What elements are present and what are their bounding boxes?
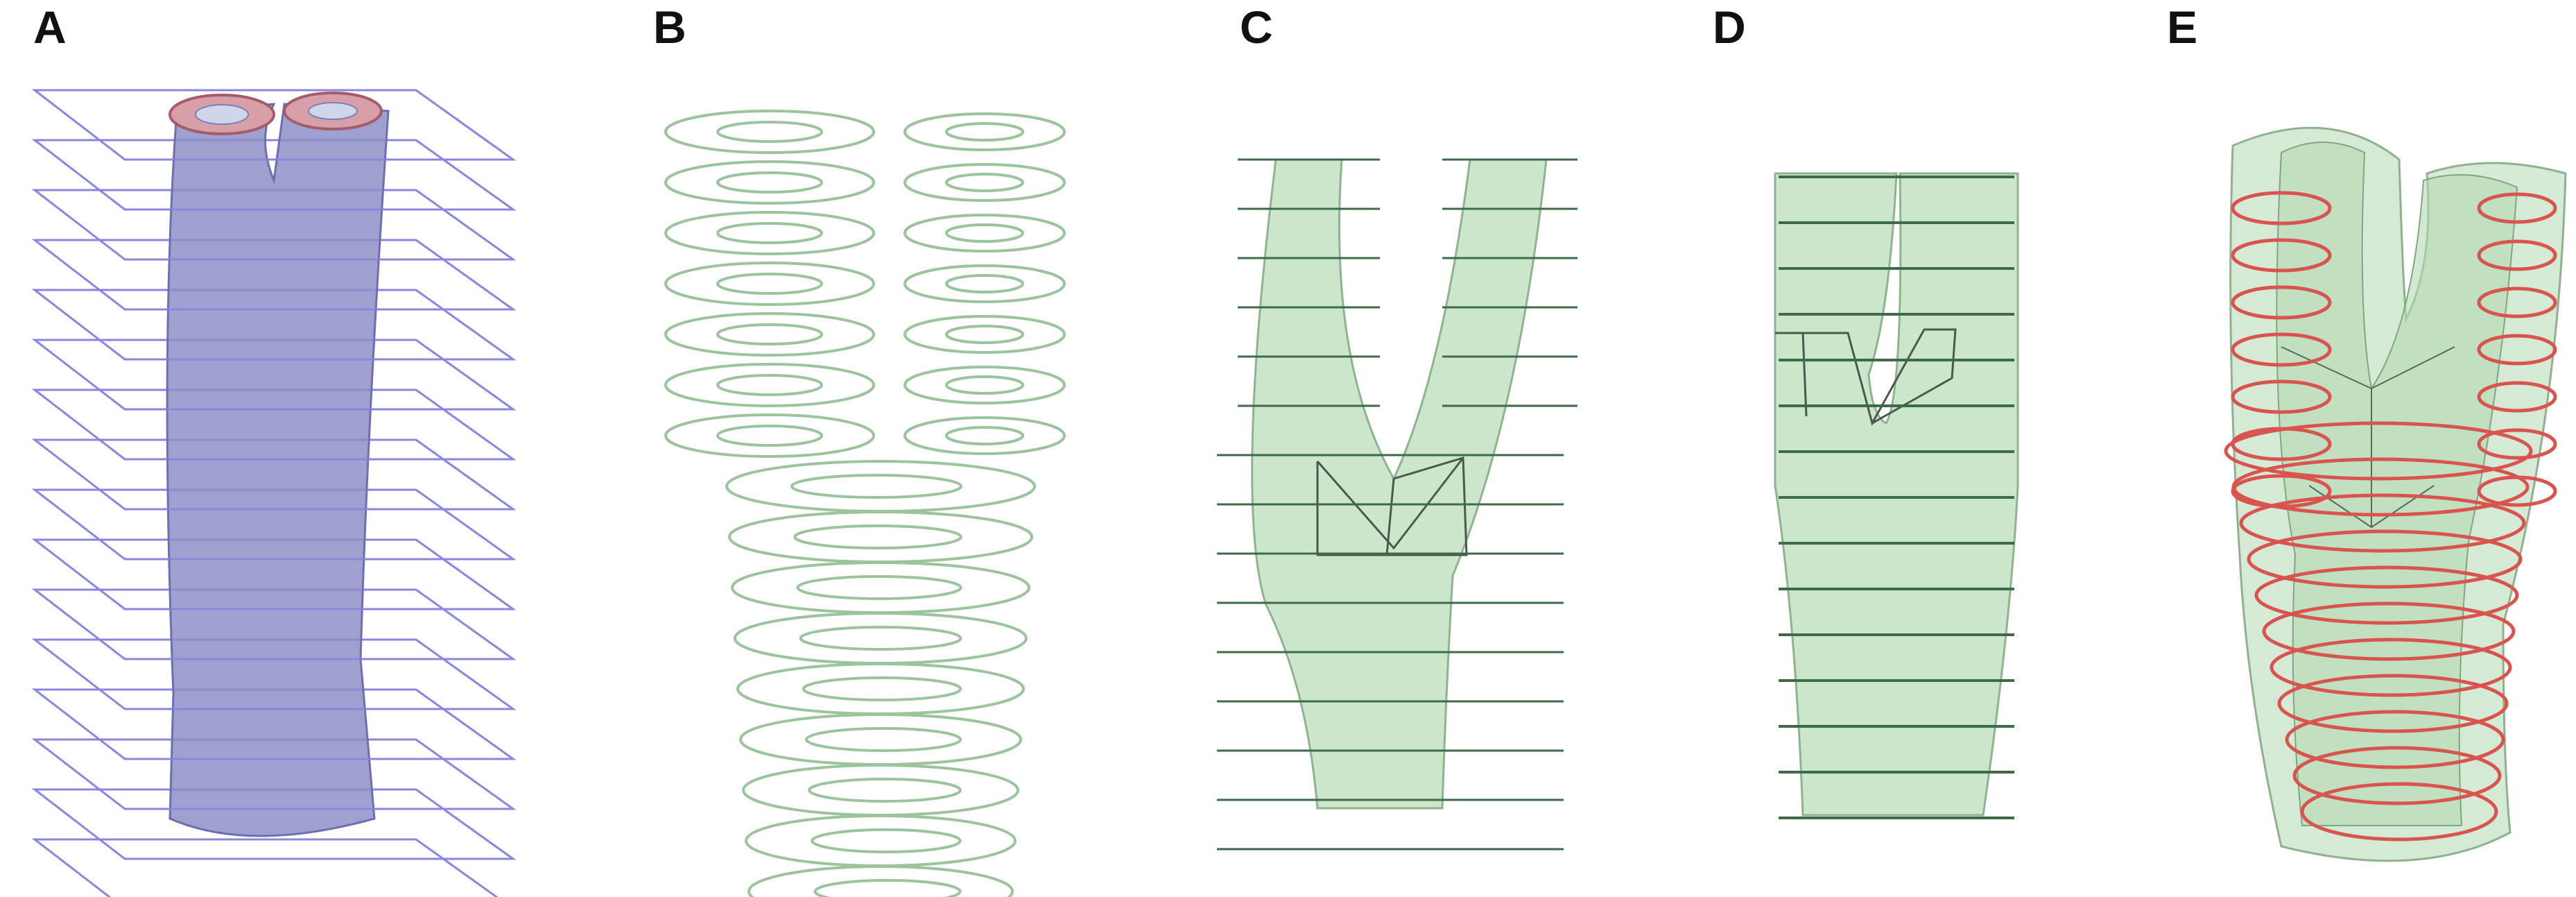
ring-trunk [2224, 421, 2533, 481]
contour-inner [796, 575, 962, 600]
ring-trunk [2285, 710, 2505, 769]
contour-inner-right [945, 375, 1024, 395]
contour-inner-right [945, 426, 1024, 445]
contour-outer-right [904, 163, 1066, 202]
ring-trunk [2270, 638, 2512, 697]
contour-inner [799, 626, 962, 651]
contour-outer-right [904, 416, 1066, 455]
vessel-lumen-right [308, 102, 358, 120]
ring-left-branch [2231, 285, 2332, 320]
ring-left-branch [2231, 191, 2332, 225]
ring-right-branch [2477, 287, 2557, 318]
panel-label-c: C [1240, 1, 1273, 53]
panel-a: A [0, 0, 541, 897]
ring-trunk [2300, 782, 2498, 842]
ring-trunk [2231, 457, 2530, 517]
vessel-lumen-left [195, 104, 249, 125]
panel-label-b: B [653, 1, 686, 53]
panel-a-drawing [31, 89, 517, 897]
panel-b-drawing [664, 110, 1066, 897]
ring-right-branch [2477, 381, 2557, 413]
vessel-mesh [166, 103, 390, 837]
panel-label-a: A [33, 1, 67, 53]
contour-inner [808, 778, 962, 803]
ring-left-branch [2231, 379, 2332, 414]
contour-inner [790, 474, 963, 499]
contour-inner-left [716, 121, 823, 143]
red-rings [2224, 191, 2557, 842]
slice-lines [1217, 158, 1577, 851]
contour-inner-left [716, 374, 823, 396]
slice-lines [1779, 176, 2014, 819]
contour-outer-right [904, 112, 1066, 151]
contour-inner-left [716, 425, 823, 447]
contour-inner-right [945, 173, 1024, 192]
contour-inner-left [716, 171, 823, 194]
contour-inner-right [945, 122, 1024, 142]
contour-outer-right [904, 264, 1066, 303]
panel-label-d: D [1713, 1, 1746, 53]
contour-outer-left [664, 211, 875, 255]
ring-trunk [2262, 601, 2516, 661]
contour-inner [813, 879, 962, 897]
bifurcation-wire-c [1316, 456, 1468, 556]
contour-outer-left [664, 262, 875, 306]
panel-e: E [2143, 0, 2576, 897]
panel-c-drawing [1217, 158, 1577, 851]
ring-right-branch [2477, 239, 2557, 271]
contour-outer-left [664, 363, 875, 407]
contour-outer [745, 814, 1017, 867]
panel-d-drawing [1774, 172, 2019, 819]
contour-outer-left [664, 312, 875, 357]
ring-trunk [2239, 493, 2526, 553]
contour-outer [734, 612, 1028, 665]
contour-outer-right [904, 366, 1066, 404]
contour-inner [802, 676, 962, 701]
contour-outer [747, 865, 1014, 897]
contour-outer [736, 663, 1025, 715]
contour-inner [804, 727, 962, 752]
panel-d: D [1692, 0, 2080, 897]
contour-inner-right [945, 223, 1024, 243]
contour-slices [664, 110, 1066, 897]
ring-right-branch [2477, 428, 2557, 460]
vessel-surface-c [1251, 158, 1548, 810]
contour-inner-right [945, 325, 1024, 344]
contour-inner [811, 828, 962, 853]
contour-inner-left [716, 222, 823, 244]
contour-inner-right [945, 274, 1024, 293]
contour-outer-right [904, 214, 1066, 253]
ring-left-branch [2231, 238, 2332, 273]
contour-outer [739, 713, 1022, 766]
contour-outer-left [664, 160, 875, 205]
panel-b: B [624, 0, 1109, 897]
contour-inner-left [716, 273, 823, 295]
contour-outer [731, 561, 1030, 614]
ring-trunk [2247, 529, 2523, 589]
ring-right-branch [2477, 192, 2557, 224]
contour-inner-left [716, 323, 823, 345]
slicing-plane [31, 89, 517, 161]
contour-outer-right [904, 315, 1066, 354]
contour-inner [793, 524, 962, 549]
contour-outer-left [664, 413, 875, 458]
slicing-plane [31, 838, 499, 897]
panel-label-e: E [2167, 1, 2198, 53]
ring-trunk [2292, 746, 2502, 805]
ring-trunk [2254, 565, 2519, 625]
ring-trunk [2277, 674, 2509, 733]
panel-c: C [1179, 0, 1609, 897]
slicing-plane-edges [125, 158, 513, 860]
contour-outer-left [664, 110, 875, 154]
panel-e-drawing [2224, 126, 2567, 862]
contour-outer [728, 511, 1033, 563]
ring-right-branch [2477, 334, 2557, 366]
contour-outer [725, 460, 1036, 513]
ring-left-branch [2231, 332, 2332, 367]
contour-outer [742, 764, 1019, 817]
bifurcation-wire-d [1775, 328, 1957, 426]
